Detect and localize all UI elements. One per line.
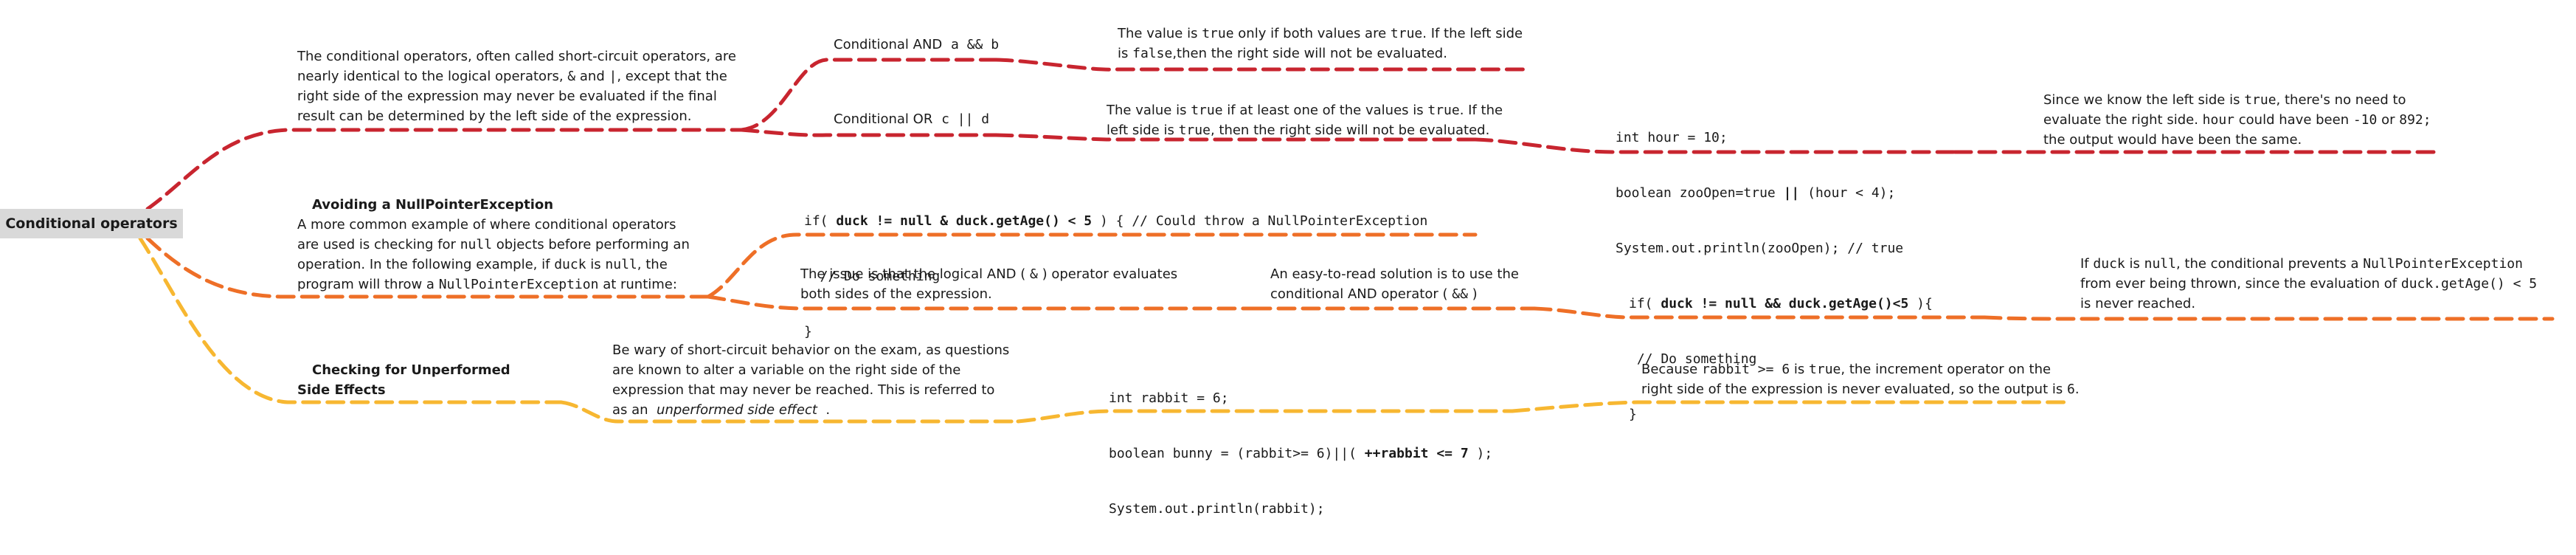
conditional-and-description[interactable]: The value is true only if both values ar… xyxy=(1118,24,1523,63)
side-effects-title-line-2: Side Effects xyxy=(297,382,386,398)
np-issue-line-1: The issue is that the logical AND ( & ) … xyxy=(800,266,1178,282)
np-desc-line-2: are used is checking for null objects be… xyxy=(297,237,690,252)
np-explain-line-2: from ever being thrown, since the evalua… xyxy=(2080,276,2538,292)
connector-root-shortcircuit xyxy=(145,128,744,211)
np-desc-line-4: program will throw a NullPointerExceptio… xyxy=(297,277,677,292)
connector-root-nullpointer xyxy=(145,236,710,299)
np-desc-line-1: A more common example of where condition… xyxy=(297,217,676,232)
connector-shortcircuit-and xyxy=(739,58,998,132)
side-effects-description[interactable]: Be wary of short-circuit behavior on the… xyxy=(612,340,1009,420)
or-code-line-1: int hour = 10; xyxy=(1616,130,1728,145)
se-desc-line-1: Be wary of short-circuit behavior on the… xyxy=(612,342,1010,358)
null-pointer-explanation[interactable]: If duck is null, the conditional prevent… xyxy=(2080,254,2537,314)
null-pointer-solution[interactable]: An easy-to-read solution is to use the c… xyxy=(1270,264,1519,304)
conditional-and-label: Conditional AND xyxy=(834,37,943,52)
se-explain-line-1: Because rabbit >= 6 is true, the increme… xyxy=(1641,362,2052,377)
connector-or-code xyxy=(1473,137,1957,154)
null-pointer-issue[interactable]: The issue is that the logical AND ( & ) … xyxy=(800,264,1177,304)
conditional-or-node[interactable]: Conditional OR c || d xyxy=(834,109,989,129)
or-explain-line-1: Since we know the left side is true, the… xyxy=(2043,92,2406,108)
conditional-or-expression: c || d xyxy=(941,111,990,127)
np-solution-line-2: conditional AND operator ( && ) xyxy=(1270,286,1478,302)
or-code-line-3: System.out.println(zooOpen); // true xyxy=(1616,241,1904,256)
side-effects-explanation[interactable]: Because rabbit >= 6 is true, the increme… xyxy=(1641,359,2080,399)
se-code-line-2: boolean bunny = (rabbit>= 6)||( ++rabbit… xyxy=(1109,446,1493,461)
connector-shortcircuit-or xyxy=(739,128,998,137)
or-code-line-2: boolean zooOpen=true || (hour < 4); xyxy=(1616,185,1896,201)
connector-and-desc xyxy=(994,58,1529,72)
null-pointer-code-block-2[interactable]: if( duck != null && duck.getAge()<5 ){ /… xyxy=(1629,258,1933,461)
null-pointer-title: Avoiding a NullPointerException xyxy=(312,197,554,213)
np-code2-line-3: } xyxy=(1629,407,1637,422)
root-label: Conditional operators xyxy=(5,216,178,232)
side-effects-code-block[interactable]: int rabbit = 6; boolean bunny = (rabbit>… xyxy=(1109,352,1492,555)
null-pointer-node[interactable]: Avoiding a NullPointerException A more c… xyxy=(297,195,690,294)
conditional-and-node[interactable]: Conditional AND a && b xyxy=(834,35,999,55)
connector-desc-code xyxy=(1016,409,1514,424)
or-desc-line-1: The value is true if at least one of the… xyxy=(1107,103,1503,118)
mind-map-connectors xyxy=(138,58,2555,424)
se-explain-line-2: right side of the expression is never ev… xyxy=(1641,382,2080,397)
and-desc-line-1: The value is true only if both values ar… xyxy=(1118,26,1523,41)
connector-nullpointer-code1 xyxy=(706,232,1478,299)
side-effects-title[interactable]: Checking for Unperformed Side Effects xyxy=(297,360,510,400)
np-code2-line-1: if( duck != null && duck.getAge()<5 ){ xyxy=(1629,296,1933,311)
se-desc-line-2: are known to alter a variable on the rig… xyxy=(612,362,961,378)
short-circuit-description[interactable]: The conditional operators, often called … xyxy=(297,46,736,126)
se-code-line-3: System.out.println(rabbit); xyxy=(1109,501,1325,517)
np-issue-line-2: both sides of the expression. xyxy=(800,286,992,302)
or-desc-line-2: left side is true, then the right side w… xyxy=(1107,123,1490,138)
or-explanation[interactable]: Since we know the left side is true, the… xyxy=(2043,90,2431,150)
conditional-or-description[interactable]: The value is true if at least one of the… xyxy=(1107,100,1503,140)
or-code-block[interactable]: int hour = 10; boolean zooOpen=true || (… xyxy=(1616,92,1903,294)
np-code1-line-1: if( duck != null & duck.getAge() < 5 ) {… xyxy=(804,213,1428,229)
np-explain-line-1: If duck is null, the conditional prevent… xyxy=(2080,256,2523,272)
mind-map-canvas: Conditional operators The conditional op… xyxy=(0,24,2555,517)
connector-sideeffects-desc xyxy=(558,400,1020,424)
np-code2-line-2: // Do something xyxy=(1629,351,1757,367)
np-desc-line-3: operation. In the following example, if … xyxy=(297,257,668,272)
connector-code-explain xyxy=(1510,400,2068,413)
root-node[interactable]: Conditional operators xyxy=(0,209,183,238)
and-desc-line-2: is false,then the right side will not be… xyxy=(1118,46,1447,61)
np-code1-line-2: // Do something xyxy=(804,269,941,284)
connector-or-desc xyxy=(994,133,1478,142)
side-effects-title-line-1: Checking for Unperformed xyxy=(312,362,510,378)
or-explain-line-2: evaluate the right side. hour could have… xyxy=(2043,112,2431,128)
np-explain-line-3: is never reached. xyxy=(2080,296,2196,311)
se-desc-line-3: expression that may never be reached. Th… xyxy=(612,382,995,398)
se-code-line-1: int rabbit = 6; xyxy=(1109,390,1229,406)
or-explain-line-3: the output would have been the same. xyxy=(2043,132,2302,148)
connector-solution-code2 xyxy=(1532,306,1987,320)
sc-desc-line-2: nearly identical to the logical operator… xyxy=(297,69,727,84)
connector-nullpointer-issue xyxy=(706,294,1256,311)
sc-desc-line-3: right side of the expression may never b… xyxy=(297,89,717,104)
connector-code2-explain xyxy=(1982,315,2555,321)
conditional-and-expression: a && b xyxy=(951,37,1000,52)
np-code1-line-3: } xyxy=(804,324,812,339)
connector-root-sideeffects xyxy=(138,236,563,404)
conditional-or-label: Conditional OR xyxy=(834,111,933,127)
null-pointer-code-block-1[interactable]: if( duck != null & duck.getAge() < 5 ) {… xyxy=(804,175,1427,378)
sc-desc-line-4: result can be determined by the left sid… xyxy=(297,108,692,124)
sc-desc-line-1: The conditional operators, often called … xyxy=(297,49,736,64)
se-desc-line-4: as an unperformed side effect . xyxy=(612,402,831,418)
np-solution-line-1: An easy-to-read solution is to use the xyxy=(1270,266,1519,282)
